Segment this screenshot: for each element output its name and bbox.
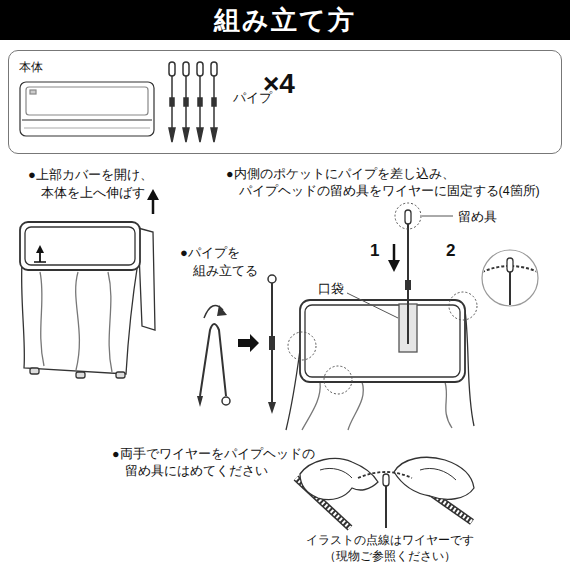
up-arrow-shaft (152, 198, 155, 214)
parts-box: 本体パイプ×4 (8, 50, 562, 154)
pipe-head (169, 62, 175, 76)
bag-extended (20, 222, 155, 378)
right-hand (394, 457, 474, 499)
bag-foot (30, 368, 39, 374)
pipe-joint (184, 98, 188, 106)
part-name: 口袋 (318, 280, 344, 298)
pipe-head (197, 62, 203, 76)
pipe-head (507, 258, 513, 272)
right-arrow (238, 334, 259, 352)
body-unit (20, 82, 154, 136)
wire (358, 472, 412, 478)
bag-foot (76, 372, 85, 378)
pipe-tip (197, 128, 203, 142)
part-label: 本体 (19, 59, 43, 75)
pipe-rod (509, 272, 511, 310)
bag-frame (286, 300, 474, 430)
pipe-assembled (268, 275, 276, 414)
part-label: ×4 (263, 65, 295, 103)
bag-rim-inner (305, 305, 460, 377)
corner-circle (324, 366, 352, 394)
magnified-detail (482, 258, 538, 310)
callout-number: 2 (446, 240, 455, 263)
title-text: 組み立て方 (0, 0, 570, 40)
pipe-tip (197, 396, 203, 407)
pipe-tip (268, 402, 276, 414)
leader-line (347, 293, 398, 318)
pipe-joint (269, 336, 275, 350)
instruction-note: イラストの点線はワイヤーです （現物ご参照ください） (292, 532, 488, 564)
bag-rim (300, 300, 465, 382)
detail-circle (395, 203, 421, 229)
pipe-joint (170, 98, 174, 106)
instruction-note: ●上部カバーを開け、 本体を上へ伸ばす (28, 166, 201, 201)
pipe-tip (211, 128, 217, 142)
up-arrow-head (36, 245, 44, 253)
corner-circle (449, 292, 477, 320)
pipe-rod (385, 482, 387, 528)
body-case (20, 82, 154, 136)
up-arrow-shaft (39, 252, 41, 262)
instruction-note: ●両手でワイヤーをパイプヘッドの 留め具にはめてください (112, 446, 351, 480)
down-arrow-head (388, 260, 400, 272)
bag-crease (302, 382, 320, 430)
up-arrow-base (34, 261, 46, 263)
bag-rim (20, 222, 140, 270)
pipe-set (169, 62, 217, 142)
title-bar (0, 0, 570, 40)
bag-crease (76, 272, 80, 370)
pipe-head (268, 275, 276, 283)
down-arrow-shaft (393, 244, 396, 262)
leader-line (422, 216, 453, 217)
callout-number: 1 (370, 240, 379, 263)
body-edge (22, 119, 152, 120)
part-name: 留め具 (458, 208, 497, 226)
bag-side (465, 310, 474, 426)
up-arrow-head (147, 189, 159, 200)
bag-side (286, 350, 300, 430)
pipe-joint (405, 280, 411, 290)
pipe-rod (200, 324, 226, 396)
pipe-head (405, 210, 411, 224)
instruction-note: ●内側のポケットにパイプを差し込み、 パイプヘッドの留め具をワイヤーに固定する(… (226, 166, 569, 200)
rotate-arrow-head (217, 305, 227, 316)
pipe-tip (169, 128, 175, 142)
instruction-note: ●パイプを 組み立てる (180, 244, 275, 279)
pipe-head (383, 474, 389, 486)
bag-crease (445, 382, 452, 428)
bag-foot (116, 372, 125, 378)
body-tab (30, 90, 36, 94)
pipe-head (222, 397, 230, 405)
finger-line (320, 468, 352, 478)
pipe-joint (212, 98, 216, 106)
finger-line (420, 468, 456, 480)
body-edge (24, 127, 150, 128)
bag-crease (348, 382, 363, 430)
pipe-head (183, 62, 189, 76)
pipe-head (211, 62, 217, 76)
bag-rim-inner (25, 227, 135, 265)
pipe-folded (197, 305, 230, 407)
corner-circle (288, 332, 316, 360)
bag-body (22, 262, 138, 374)
pipe-joint (198, 98, 202, 106)
pipe-tip (183, 128, 189, 142)
left-hand (300, 458, 378, 499)
bag-crease (40, 272, 44, 366)
body-cover (26, 87, 148, 115)
bag-crease (108, 272, 112, 372)
